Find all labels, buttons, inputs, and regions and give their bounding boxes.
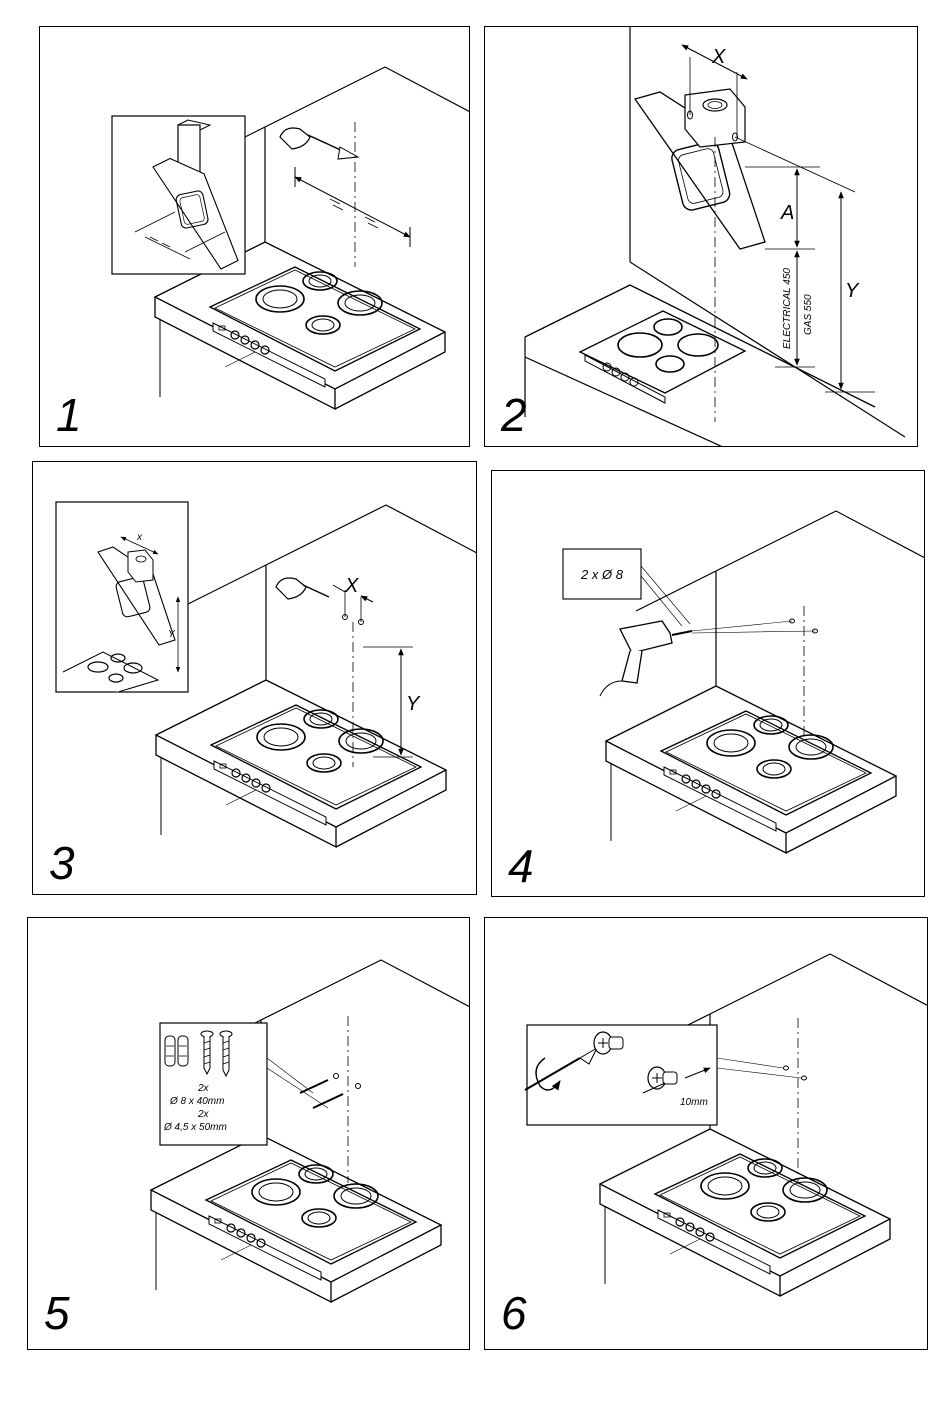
fixings-icon: [300, 1074, 361, 1109]
dim-x-label: X: [711, 46, 726, 68]
drill-size-label: 2 x Ø 8: [580, 567, 624, 582]
step-1-number: 1: [56, 392, 82, 438]
size-a-label: Ø 8 x 40mm: [169, 1096, 224, 1107]
step-3-illustration: X Y x Y: [33, 462, 477, 895]
qty-b-label: 2x: [197, 1109, 210, 1120]
step-6-number: 6: [501, 1290, 527, 1336]
dim-x-label: X: [344, 575, 359, 597]
inset-x-label: x: [136, 532, 143, 543]
step-2-panel: X A Y ELECTRICAL 450 GAS 550 2: [484, 26, 918, 447]
electrical-label: ELECTRICAL 450: [782, 268, 793, 349]
step-4-number: 4: [508, 843, 534, 889]
dim-a-label: A: [780, 202, 794, 224]
step-5-panel: 2x Ø 8 x 40mm 2x Ø 4,5 x 50mm 5: [27, 917, 470, 1350]
dim-y-label: Y: [406, 693, 421, 715]
step-4-panel: 2 x Ø 8 4: [491, 470, 925, 897]
drill-icon: [600, 621, 815, 696]
size-b-label: Ø 4,5 x 50mm: [163, 1122, 227, 1133]
hand-pencil-icon: [276, 578, 329, 599]
step-2-number: 2: [501, 392, 527, 438]
qty-a-label: 2x: [197, 1083, 210, 1094]
step-4-illustration: 2 x Ø 8: [492, 471, 925, 897]
step-5-number: 5: [44, 1290, 70, 1336]
step-3-panel: X Y x Y 3: [32, 461, 477, 895]
step-5-illustration: 2x Ø 8 x 40mm 2x Ø 4,5 x 50mm: [28, 918, 470, 1350]
gas-label: GAS 550: [803, 294, 814, 335]
dim-y-label: Y: [845, 280, 860, 302]
step-1-illustration: [40, 27, 470, 447]
step-6-illustration: 10mm: [485, 918, 928, 1350]
gap-label: 10mm: [680, 1097, 708, 1108]
step-3-number: 3: [49, 840, 75, 886]
hand-pencil-icon: [280, 128, 358, 159]
step-6-panel: 10mm 6: [484, 917, 928, 1350]
step-1-panel: 1: [39, 26, 470, 447]
step-2-illustration: X A Y ELECTRICAL 450 GAS 550: [485, 27, 918, 447]
